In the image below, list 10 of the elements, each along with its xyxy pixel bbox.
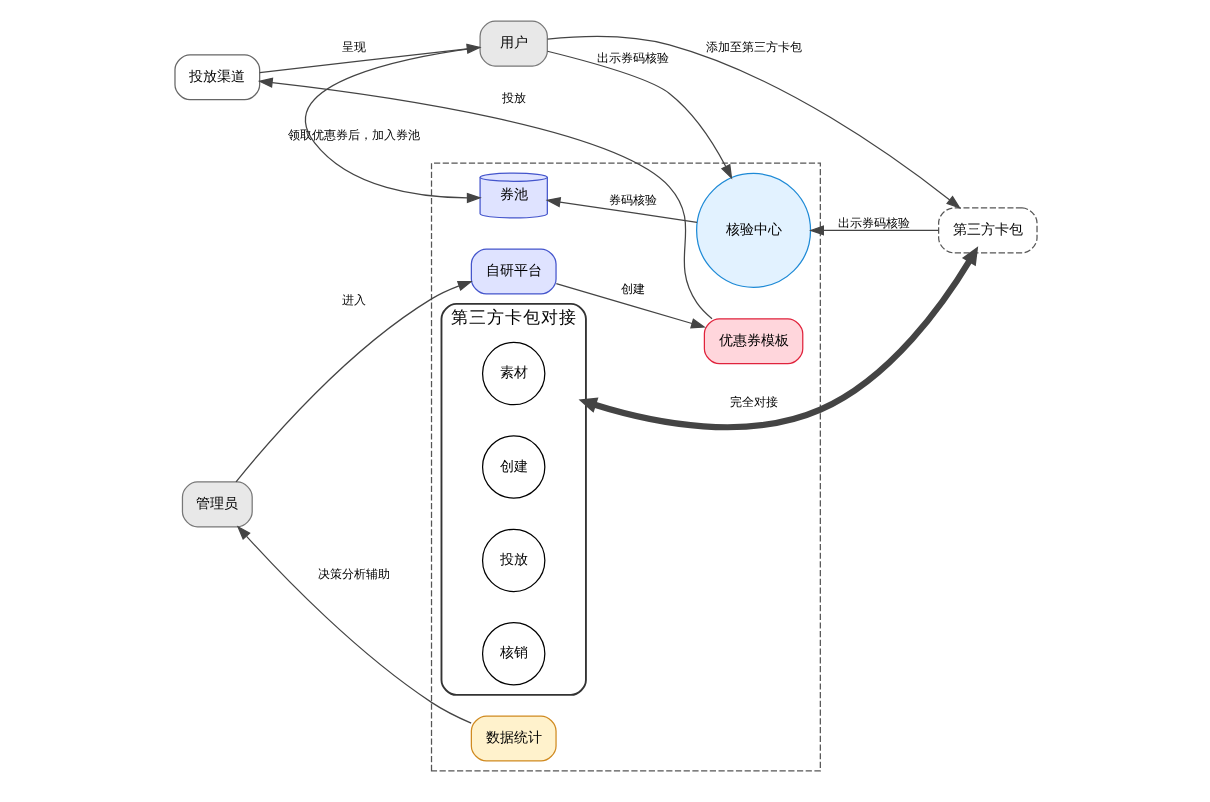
arrow (235, 525, 471, 724)
arrow (304, 46, 481, 204)
arrow (544, 197, 697, 223)
arrow (545, 35, 961, 209)
arrow (256, 77, 712, 320)
arrow (545, 50, 732, 180)
arrow (808, 225, 939, 236)
arrow (554, 283, 705, 329)
arrow (577, 246, 978, 431)
arrow (234, 281, 472, 483)
